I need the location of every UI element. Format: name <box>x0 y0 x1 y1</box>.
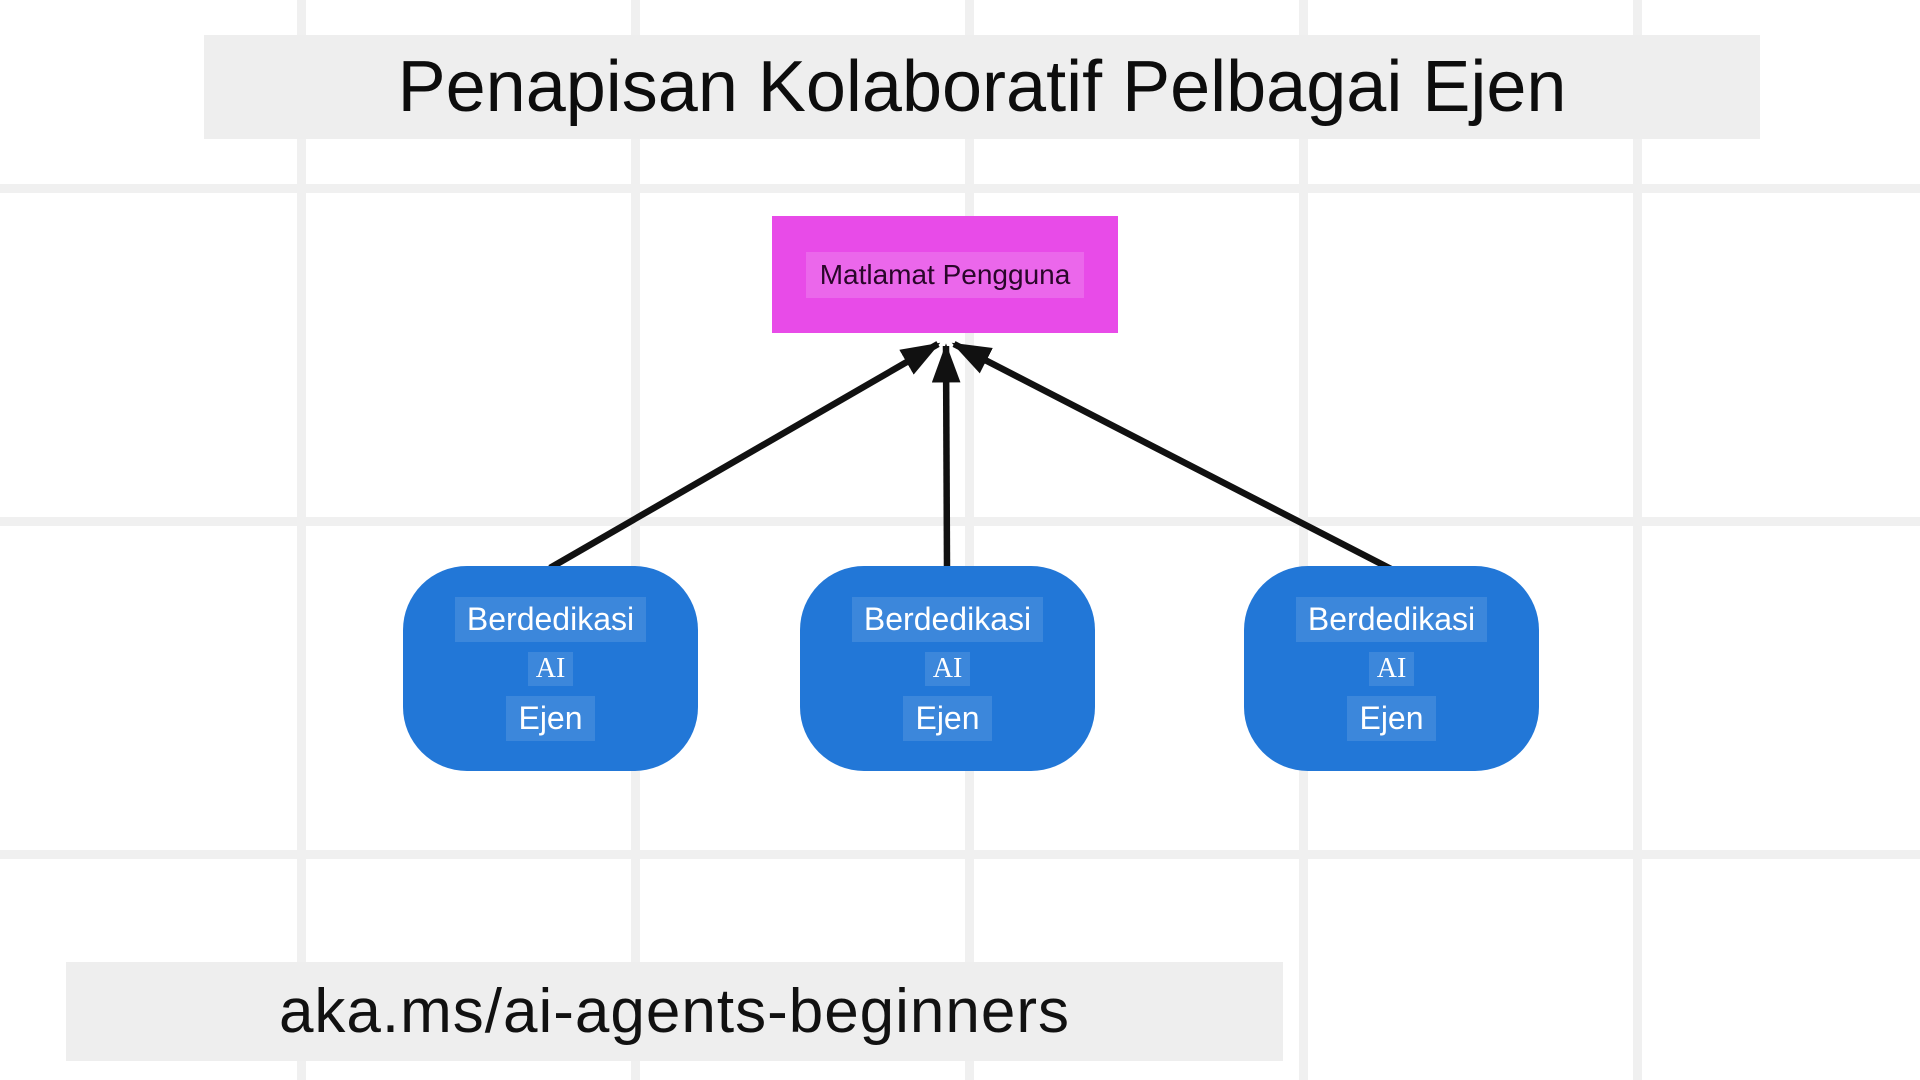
dedicated-ai-agent-node-2: Berdedikasi AI Ejen <box>800 566 1095 771</box>
dedicated-ai-agent-node-1: Berdedikasi AI Ejen <box>403 566 698 771</box>
footer-link-text: aka.ms/ai-agents-beginners <box>278 977 1071 1046</box>
arrow-agent1-goal <box>548 341 941 571</box>
agent2-label-line3: Ejen <box>903 695 992 741</box>
grid-line <box>965 0 974 1080</box>
arrow-agent2-goal <box>931 343 961 570</box>
user-goal-label: Matlamat Pengguna <box>805 251 1085 298</box>
agent3-label-line2: AI <box>1368 651 1415 686</box>
footer-band: aka.ms/ai-agents-beginners <box>66 962 1283 1061</box>
agent1-label-line1: Berdedikasi <box>454 596 647 642</box>
grid-line <box>1299 0 1308 1080</box>
page-title: Penapisan Kolaboratif Pelbagai Ejen <box>397 47 1567 127</box>
grid-line <box>0 184 1920 193</box>
grid-line <box>0 517 1920 526</box>
arrow-agent3-goal <box>951 341 1395 573</box>
agent2-label-line2: AI <box>924 651 971 686</box>
grid-line <box>1633 0 1642 1080</box>
user-goal-node: Matlamat Pengguna <box>772 216 1118 333</box>
agent1-label-line2: AI <box>527 651 574 686</box>
agent3-label-line1: Berdedikasi <box>1295 596 1488 642</box>
grid-line <box>0 850 1920 859</box>
title-band: Penapisan Kolaboratif Pelbagai Ejen <box>204 35 1760 139</box>
grid-line <box>297 0 306 1080</box>
agent2-label-line1: Berdedikasi <box>851 596 1044 642</box>
agent3-label-line3: Ejen <box>1347 695 1436 741</box>
agent1-label-line3: Ejen <box>506 695 595 741</box>
grid-line <box>631 0 640 1080</box>
dedicated-ai-agent-node-3: Berdedikasi AI Ejen <box>1244 566 1539 771</box>
